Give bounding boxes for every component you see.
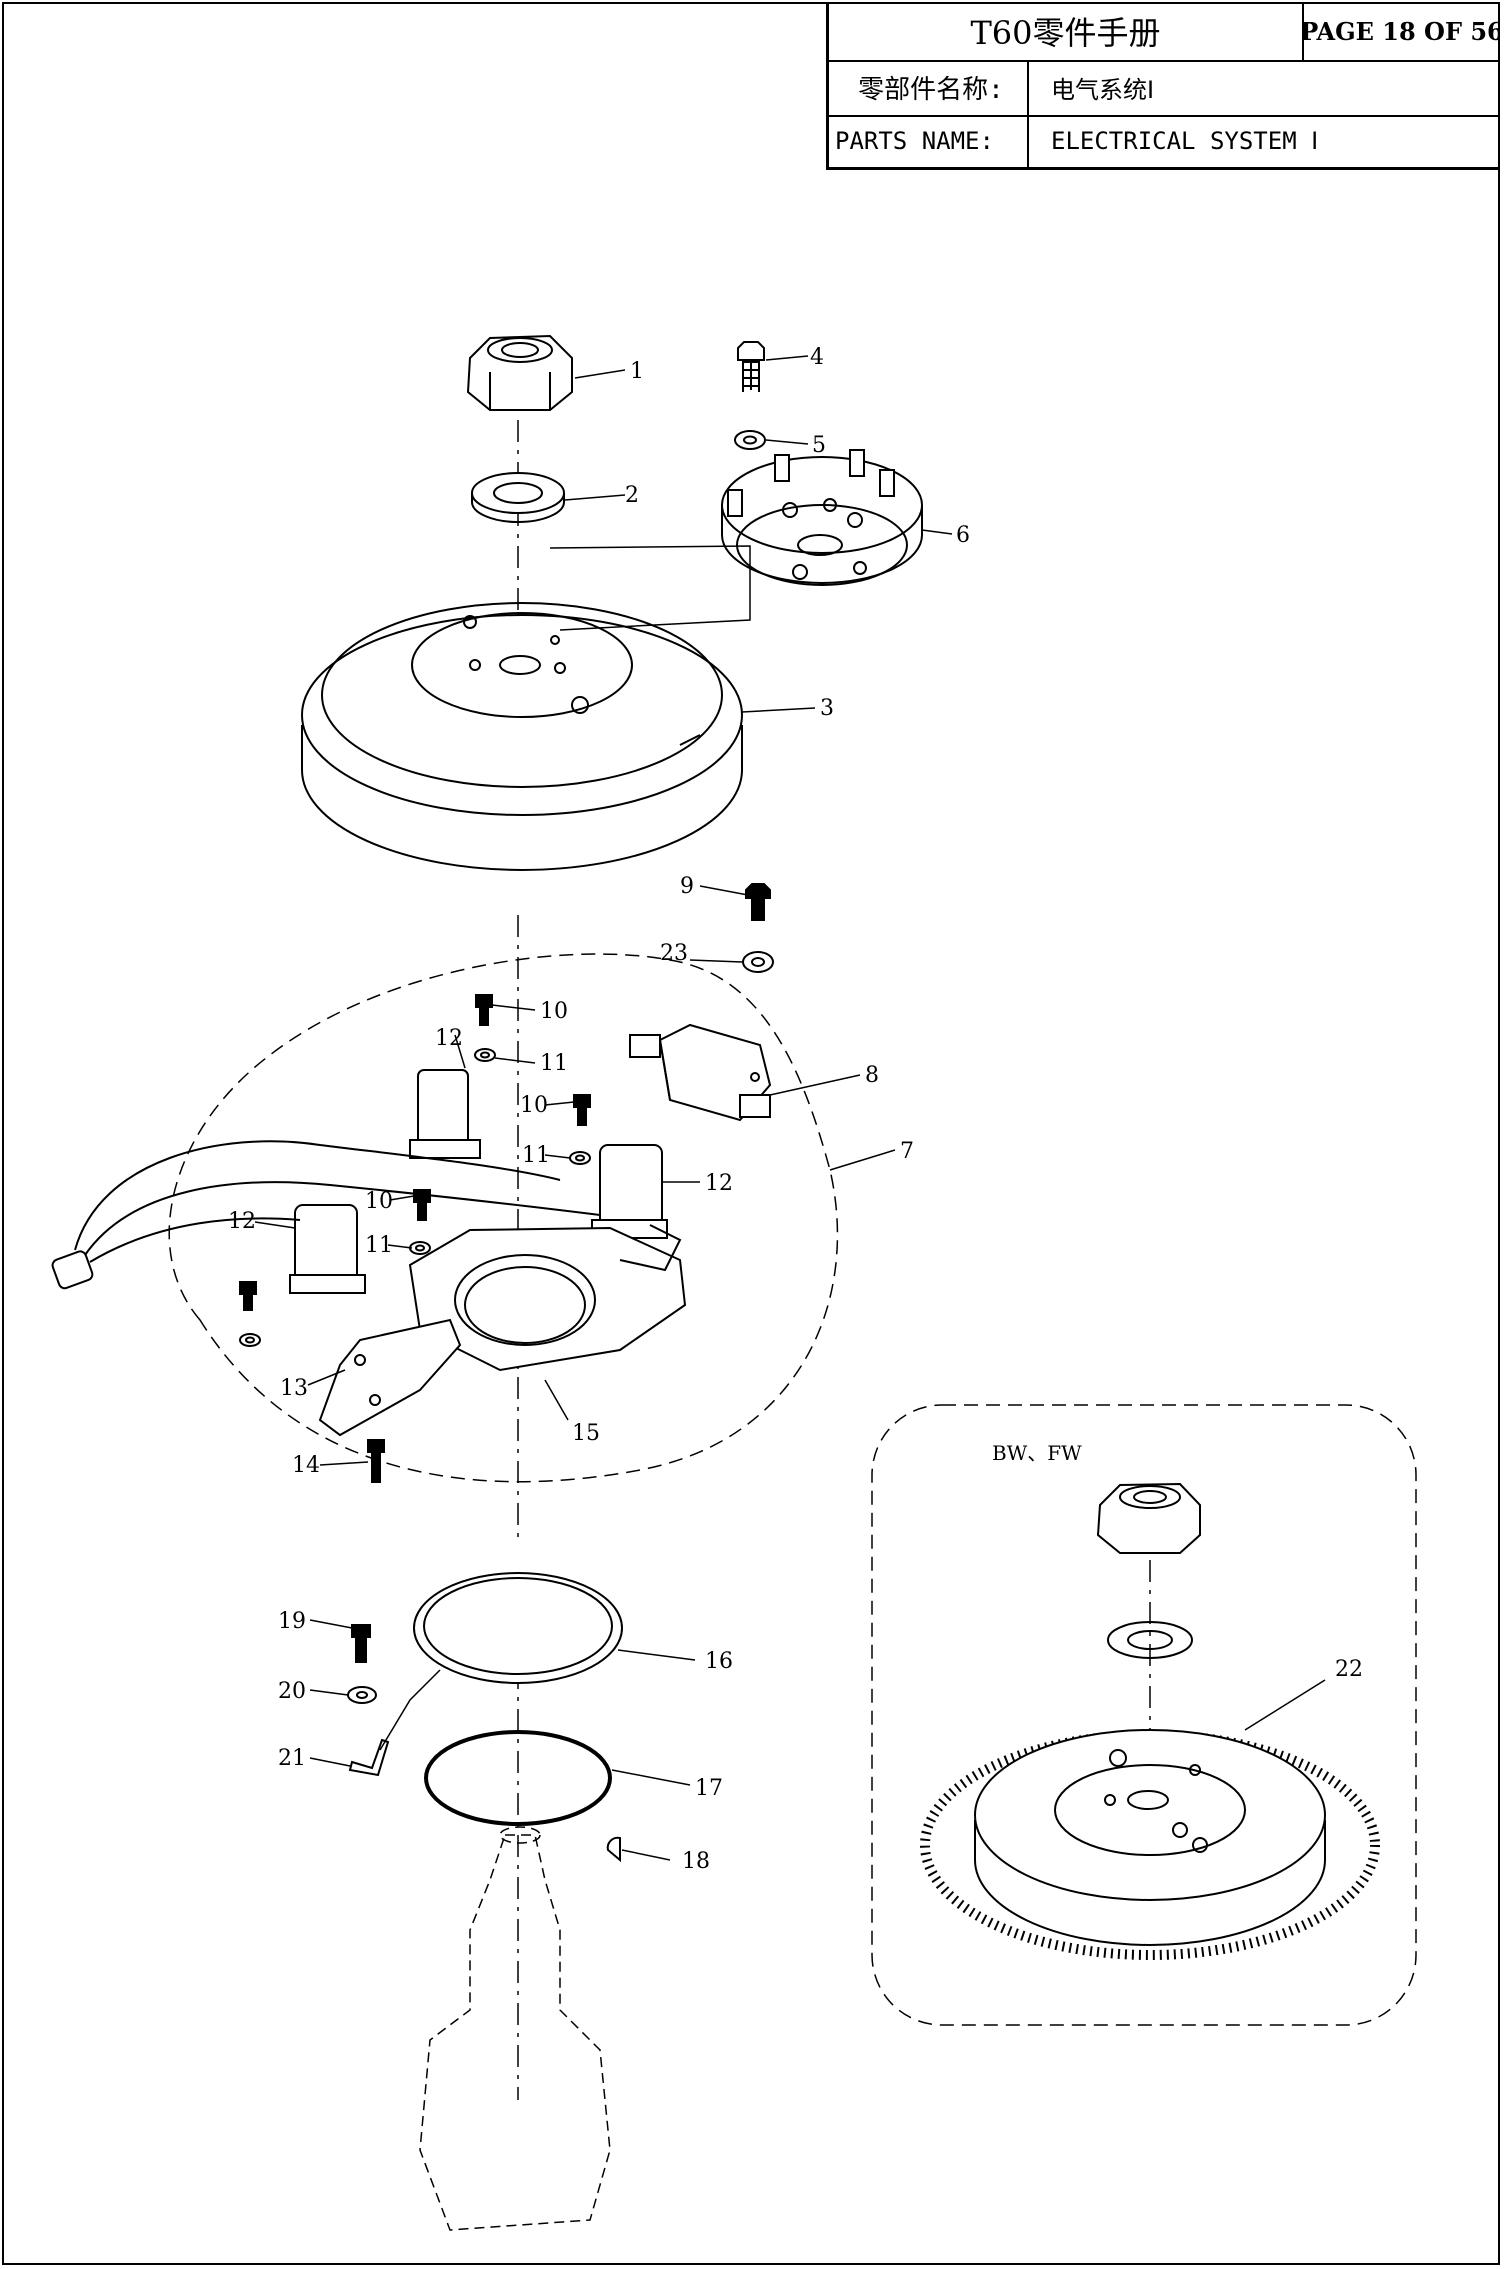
washer-11-b: [569, 1151, 591, 1165]
callout-20: 20: [278, 1679, 306, 1704]
washer-left: [239, 1333, 261, 1347]
parts-name-cn-row: 零部件名称: 电气系统Ⅰ: [829, 60, 1500, 117]
charge-coil-right: [591, 1144, 668, 1239]
stator-base-plate: [408, 1224, 687, 1372]
charge-coil-left: [289, 1204, 366, 1294]
title-block: T60零件手册 PAGE 18 OF 56 零部件名称: 电气系统Ⅰ PARTS…: [826, 2, 1500, 170]
washer-23: [742, 951, 774, 973]
parts-name-en-row: PARTS NAME: ELECTRICAL SYSTEM Ⅰ: [829, 115, 1500, 167]
charge-coil-top: [409, 1069, 481, 1159]
bracket-13: [318, 1318, 462, 1437]
callout-7: 7: [900, 1139, 914, 1164]
parts-name-cn-value: 电气系统Ⅰ: [1051, 76, 1155, 104]
screw-19: [351, 1624, 371, 1663]
variant-hex-nut: [1096, 1482, 1201, 1554]
callout-11-a: 11: [540, 1051, 568, 1076]
retaining-ring: [413, 1572, 623, 1684]
callout-labels: 1 2 3 4 5 6 7 8 9 10 10 10 11 11 11 12 1…: [228, 345, 1363, 1874]
lock-washer: [734, 430, 766, 450]
callout-15: 15: [572, 1421, 600, 1446]
washer-11-a: [474, 1048, 496, 1062]
callout-13: 13: [280, 1376, 308, 1401]
pulser-coil: [629, 1023, 772, 1122]
callout-2: 2: [625, 483, 639, 508]
callout-23: 23: [660, 941, 688, 966]
screw-9: [745, 883, 771, 921]
wire-harness: [51, 1140, 601, 1290]
callout-14: 14: [292, 1453, 320, 1478]
manual-title: T60零件手册: [829, 2, 1304, 60]
stator-assembly-boundary: [168, 953, 839, 1483]
bolt: [737, 341, 765, 392]
callout-18: 18: [682, 1849, 710, 1874]
screw-10-c: [413, 1189, 431, 1221]
callout-leaders: [254, 355, 1326, 1861]
callout-22: 22: [1335, 1657, 1363, 1682]
callout-10-c: 10: [365, 1189, 393, 1214]
title-row: T60零件手册 PAGE 18 OF 56: [829, 2, 1500, 62]
parts-name-en-value: ELECTRICAL SYSTEM Ⅰ: [1051, 127, 1319, 155]
woodruff-key: [606, 1836, 621, 1863]
parts-name-en-label: PARTS NAME:: [829, 115, 1029, 167]
callout-11-c: 11: [365, 1233, 393, 1258]
callout-3: 3: [820, 696, 834, 721]
callout-16: 16: [705, 1649, 733, 1674]
callout-1: 1: [630, 359, 644, 384]
callout-17: 17: [695, 1776, 723, 1801]
crankshaft-phantom: [419, 1826, 611, 2231]
callout-10-a: 10: [540, 999, 568, 1024]
callout-12-b: 12: [705, 1171, 733, 1196]
parts-name-cn-label: 零部件名称:: [829, 60, 1029, 115]
flywheel: [301, 602, 743, 871]
callout-10-b: 10: [520, 1093, 548, 1118]
callout-12-c: 12: [228, 1209, 256, 1234]
callout-21: 21: [278, 1746, 306, 1771]
page-number: PAGE 18 OF 56: [1304, 16, 1500, 46]
hex-nut: [466, 334, 573, 411]
screw-14: [367, 1439, 385, 1483]
starter-pulley-plate: [721, 449, 923, 586]
callout-11-b: 11: [522, 1143, 550, 1168]
screw-left: [239, 1281, 257, 1311]
flat-washer: [471, 472, 565, 523]
callout-8: 8: [865, 1063, 879, 1088]
callout-19: 19: [278, 1609, 306, 1634]
variant-flywheel: [920, 1729, 1380, 1960]
clip-21: [348, 1738, 390, 1777]
washer-11-c: [409, 1241, 431, 1255]
o-ring: [424, 1730, 612, 1826]
callout-4: 4: [810, 345, 824, 370]
callout-6: 6: [956, 523, 970, 548]
screw-10-b: [573, 1094, 591, 1126]
callout-5: 5: [812, 433, 826, 458]
variant-box: BW、FW: [871, 1404, 1417, 2026]
washer-20: [347, 1686, 377, 1704]
callout-12-a: 12: [435, 1026, 463, 1051]
variant-label: BW、FW: [992, 1441, 1082, 1465]
clip-leader: [379, 1669, 441, 1751]
callout-9: 9: [680, 874, 694, 899]
assembly-leader-6: [549, 545, 751, 631]
screw-10-a: [475, 994, 493, 1026]
